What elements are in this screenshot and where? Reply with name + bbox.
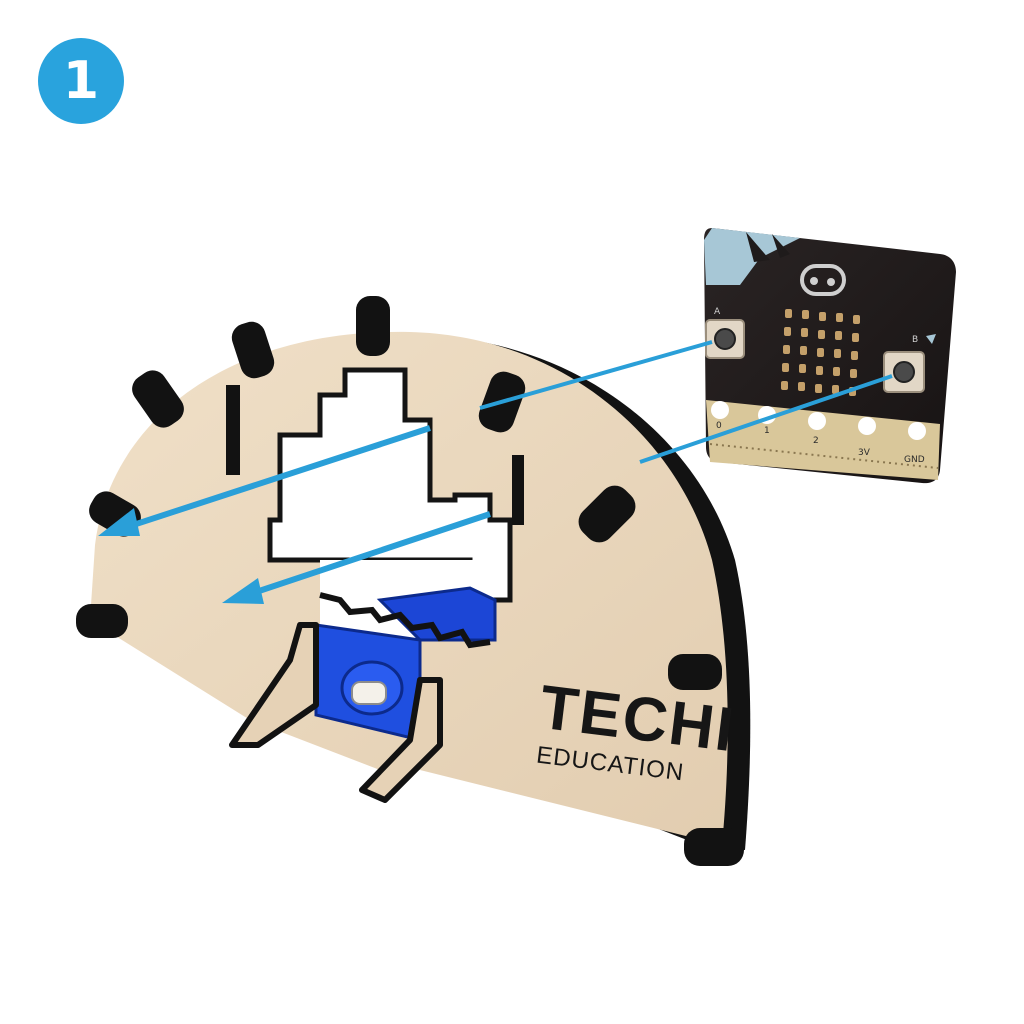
arrow-button-a-line	[123, 425, 431, 531]
pin-label-2: 2	[813, 436, 819, 446]
frame-comb-edge	[319, 592, 491, 649]
arrow-button-b-line	[249, 511, 491, 597]
pin-label-gnd: GND	[904, 455, 925, 465]
assembly-arrows	[98, 340, 893, 604]
arrow-head-left-lower	[222, 578, 264, 604]
arrow-head-left-upper	[98, 508, 140, 536]
button-b	[883, 334, 936, 393]
pin-label-3v: 3V	[858, 448, 871, 458]
led-matrix	[781, 309, 860, 396]
button-a	[705, 319, 745, 359]
button-b-label: B	[912, 335, 918, 345]
pin-label-0: 0	[716, 421, 722, 431]
microbit-board: 0 1 2 3V GND A B	[704, 228, 956, 484]
step-number-badge: 1	[38, 38, 124, 124]
button-a-label: A	[714, 307, 721, 317]
pin-label-1: 1	[764, 426, 770, 436]
stand-legs	[229, 622, 443, 803]
